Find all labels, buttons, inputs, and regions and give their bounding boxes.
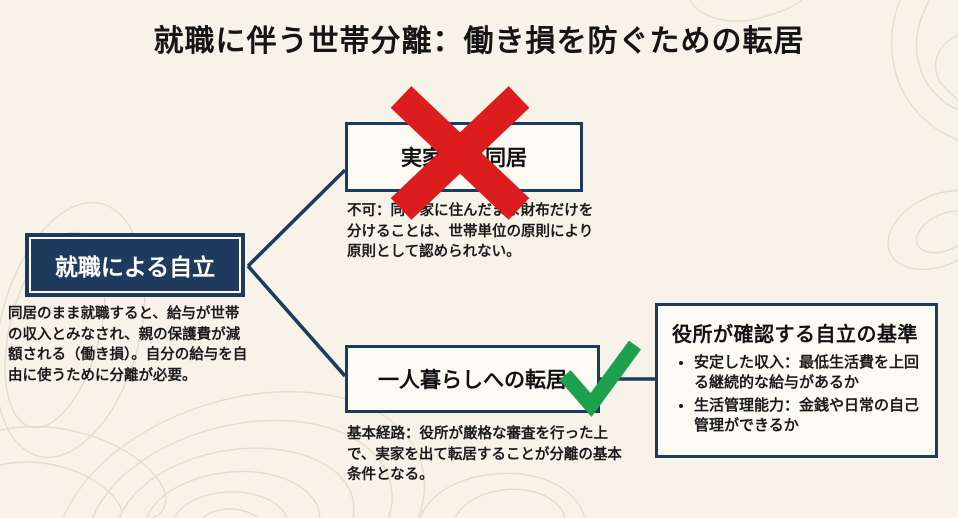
node-approved: 一人暮らしへの転居: [345, 345, 600, 413]
criteria-box: 役所が確認する自立の基準 安定した収入：最低生活費を上回る継続的な給与があるか …: [655, 303, 938, 458]
node-start-caption: 同居のまま就職すると、給与が世帯の収入とみなされ、親の保護費が減額される（働き損…: [8, 306, 248, 384]
node-approved-caption: 基本経路：役所が厳格な審査を行った上で、実家を出て転居することが分離の基本条件と…: [347, 426, 622, 484]
node-approved-label: 一人暮らしへの転居: [378, 369, 567, 392]
node-rejected-caption: 不可：同じ家に住んだまま財布だけを分けることは、世帯単位の原則により原則として認…: [347, 203, 594, 261]
page-title: 就職に伴う世帯分離：働き損を防ぐための転居: [153, 25, 805, 58]
node-start: 就職による自立: [25, 233, 245, 297]
criteria-item: 生活管理能力：金銭や日常の自己管理ができるか: [694, 396, 923, 437]
criteria-list: 安定した収入：最低生活費を上回る継続的な給与があるか 生活管理能力：金銭や日常の…: [672, 353, 923, 436]
node-rejected-label: 実家での同居: [401, 147, 527, 170]
node-start-label: 就職による自立: [54, 254, 216, 280]
node-rejected: 実家での同居: [345, 122, 583, 192]
criteria-title: 役所が確認する自立の基準: [672, 324, 918, 346]
edge-start-to-approved: [246, 264, 347, 378]
edge-start-to-rejected: [246, 168, 347, 268]
criteria-item: 安定した収入：最低生活費を上回る継続的な給与があるか: [694, 353, 923, 394]
